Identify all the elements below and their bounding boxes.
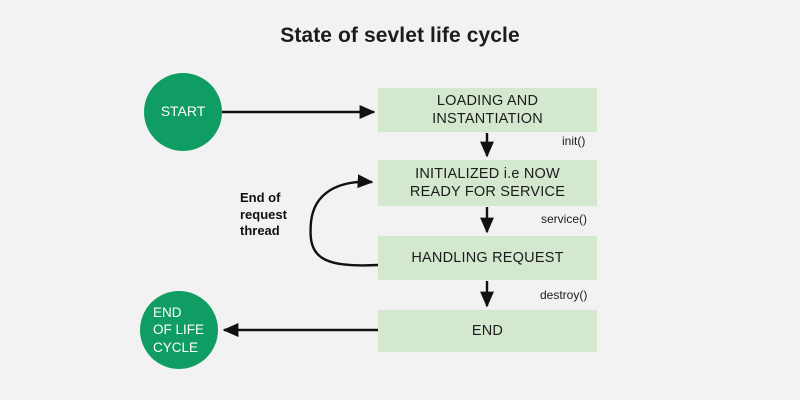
node-endcircle-line2: OF LIFE: [153, 322, 205, 338]
node-start-label: START: [160, 103, 206, 120]
loop-label-line3: thread: [240, 223, 280, 239]
loop-label-line2: request: [240, 206, 287, 222]
node-handling-request[interactable]: HANDLING REQUEST: [378, 236, 597, 280]
page-title: State of sevlet life cycle: [280, 24, 520, 47]
node-loading-and-instantiation[interactable]: LOADING AND INSTANTIATION: [378, 88, 597, 132]
node-start[interactable]: START: [144, 73, 222, 151]
node-end-label: END: [471, 322, 504, 339]
edge-label-end-of-request-thread: End of request thread: [240, 190, 312, 240]
edge-label-init: init(): [562, 134, 586, 148]
node-loading-label: LOADING AND INSTANTIATION: [432, 92, 543, 127]
node-endcircle-line1: END: [153, 305, 182, 321]
node-end[interactable]: END: [378, 310, 597, 352]
edge-label-service: service(): [541, 212, 588, 226]
arrow-loop-end-of-request-thread: [309, 174, 379, 267]
node-initialized-label: INITIALIZED i.e NOW READY FOR SERVICE: [410, 165, 565, 201]
node-initialized-line1: INITIALIZED i.e NOW: [415, 165, 560, 182]
node-endcircle-line3: CYCLE: [153, 339, 199, 355]
node-initialized-ready-for-service[interactable]: INITIALIZED i.e NOW READY FOR SERVICE: [378, 160, 597, 206]
node-handling-label: HANDLING REQUEST: [411, 249, 564, 266]
loop-label-line1: End of: [240, 190, 281, 205]
node-initialized-line2: READY FOR SERVICE: [409, 184, 566, 200]
node-end-of-life-cycle[interactable]: END OF LIFE CYCLE: [140, 291, 218, 369]
edge-label-destroy: destroy(): [540, 288, 588, 302]
node-end-of-life-cycle-label: END OF LIFE CYCLE: [153, 304, 204, 356]
